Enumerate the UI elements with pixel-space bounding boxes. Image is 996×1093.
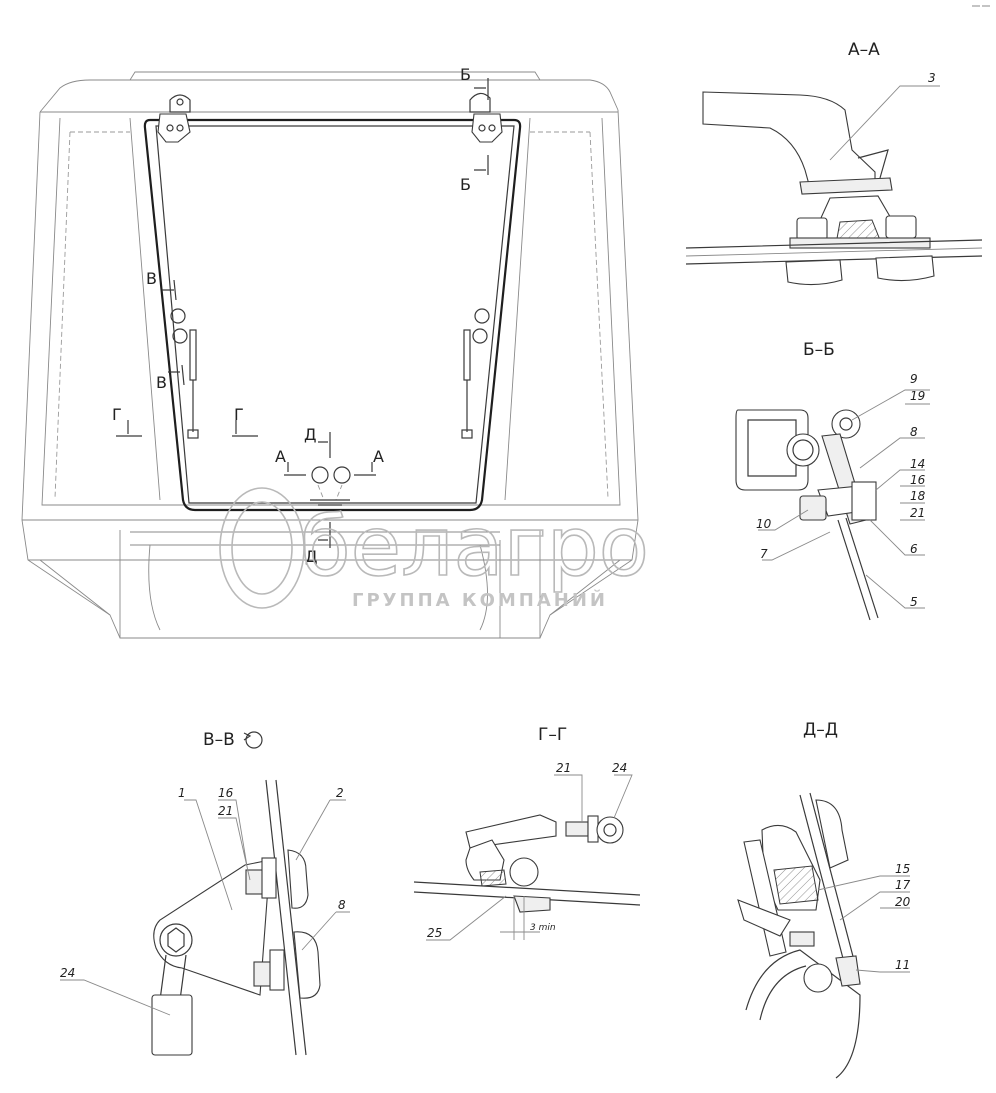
callout-dd-17: 17 bbox=[895, 878, 911, 892]
callout-bb-21: 21 bbox=[910, 506, 925, 520]
section-dd-title: Д–Д bbox=[803, 720, 838, 740]
section-vv: В–В 1 16 21 2 8 24 bbox=[60, 730, 350, 1056]
section-aa: А–А 3 bbox=[685, 40, 983, 286]
svg-text:Д: Д bbox=[304, 425, 317, 444]
svg-text:В: В bbox=[146, 269, 157, 288]
callout-bb-5: 5 bbox=[910, 595, 918, 609]
callout-bb-6: 6 bbox=[910, 542, 918, 556]
callout-dd-11: 11 bbox=[895, 958, 910, 972]
section-vv-title: В–В bbox=[203, 730, 235, 750]
watermark-brand: белагро bbox=[300, 500, 649, 595]
gas-strut-left bbox=[170, 308, 199, 439]
callout-bb-18: 18 bbox=[910, 489, 926, 503]
watermark-subtitle: ГРУППА КОМПАНИЙ bbox=[352, 589, 608, 611]
callout-gg-25: 25 bbox=[427, 926, 442, 940]
svg-text:Б: Б bbox=[460, 65, 471, 84]
section-aa-title: А–А bbox=[848, 40, 880, 60]
callout-bb-14: 14 bbox=[910, 457, 925, 471]
svg-text:Б: Б bbox=[460, 175, 471, 194]
callout-gg-21: 21 bbox=[556, 761, 571, 775]
callout-dd-15: 15 bbox=[895, 862, 910, 876]
svg-text:Д: Д bbox=[305, 547, 318, 566]
top-hinge-left bbox=[157, 94, 191, 143]
callout-vv-2: 2 bbox=[336, 786, 344, 800]
cut-mark-g: Г Г bbox=[112, 405, 258, 437]
rotation-icon bbox=[245, 731, 263, 749]
callout-vv-16: 16 bbox=[218, 786, 234, 800]
svg-text:Г: Г bbox=[234, 405, 244, 424]
cut-mark-b: Б Б bbox=[460, 65, 489, 194]
section-bb: Б–Б 9 19 8 14 16 18 21 10 7 6 5 bbox=[735, 340, 930, 621]
section-gg: Г–Г 3 min 21 24 25 bbox=[413, 725, 641, 941]
callout-aa-3: 3 bbox=[928, 71, 936, 85]
section-gg-title: Г–Г bbox=[538, 725, 567, 745]
cut-mark-v: В В bbox=[146, 269, 185, 392]
callout-bb-8: 8 bbox=[910, 425, 918, 439]
watermark-logo: белагро ГРУППА КОМПАНИЙ bbox=[219, 487, 650, 611]
svg-text:В: В bbox=[156, 373, 167, 392]
cut-mark-d: Д Д bbox=[304, 425, 331, 566]
section-dd: Д–Д 15 17 20 11 bbox=[737, 720, 911, 1079]
cut-mark-a: А А bbox=[275, 447, 384, 476]
callout-vv-8: 8 bbox=[338, 898, 346, 912]
dimension-gap: 3 min bbox=[530, 923, 556, 933]
window-handle bbox=[310, 466, 351, 506]
callout-vv-1: 1 bbox=[178, 786, 186, 800]
callout-bb-16: 16 bbox=[910, 473, 926, 487]
svg-text:А: А bbox=[275, 447, 286, 466]
svg-text:Г: Г bbox=[112, 405, 122, 424]
svg-text:А: А bbox=[373, 447, 384, 466]
gas-strut-right bbox=[461, 308, 490, 439]
callout-bb-10: 10 bbox=[756, 517, 772, 531]
callout-dd-20: 20 bbox=[895, 895, 911, 909]
callout-bb-19: 19 bbox=[910, 389, 925, 403]
callout-bb-7: 7 bbox=[760, 547, 768, 561]
section-bb-title: Б–Б bbox=[803, 340, 835, 360]
callout-vv-21: 21 bbox=[218, 804, 233, 818]
main-view-cab: Б Б В В Г Г А А Д Д bbox=[21, 65, 639, 639]
callout-vv-24: 24 bbox=[60, 966, 75, 980]
top-hinge-right bbox=[469, 92, 503, 143]
callout-bb-9: 9 bbox=[910, 372, 918, 386]
callout-gg-24: 24 bbox=[612, 761, 627, 775]
